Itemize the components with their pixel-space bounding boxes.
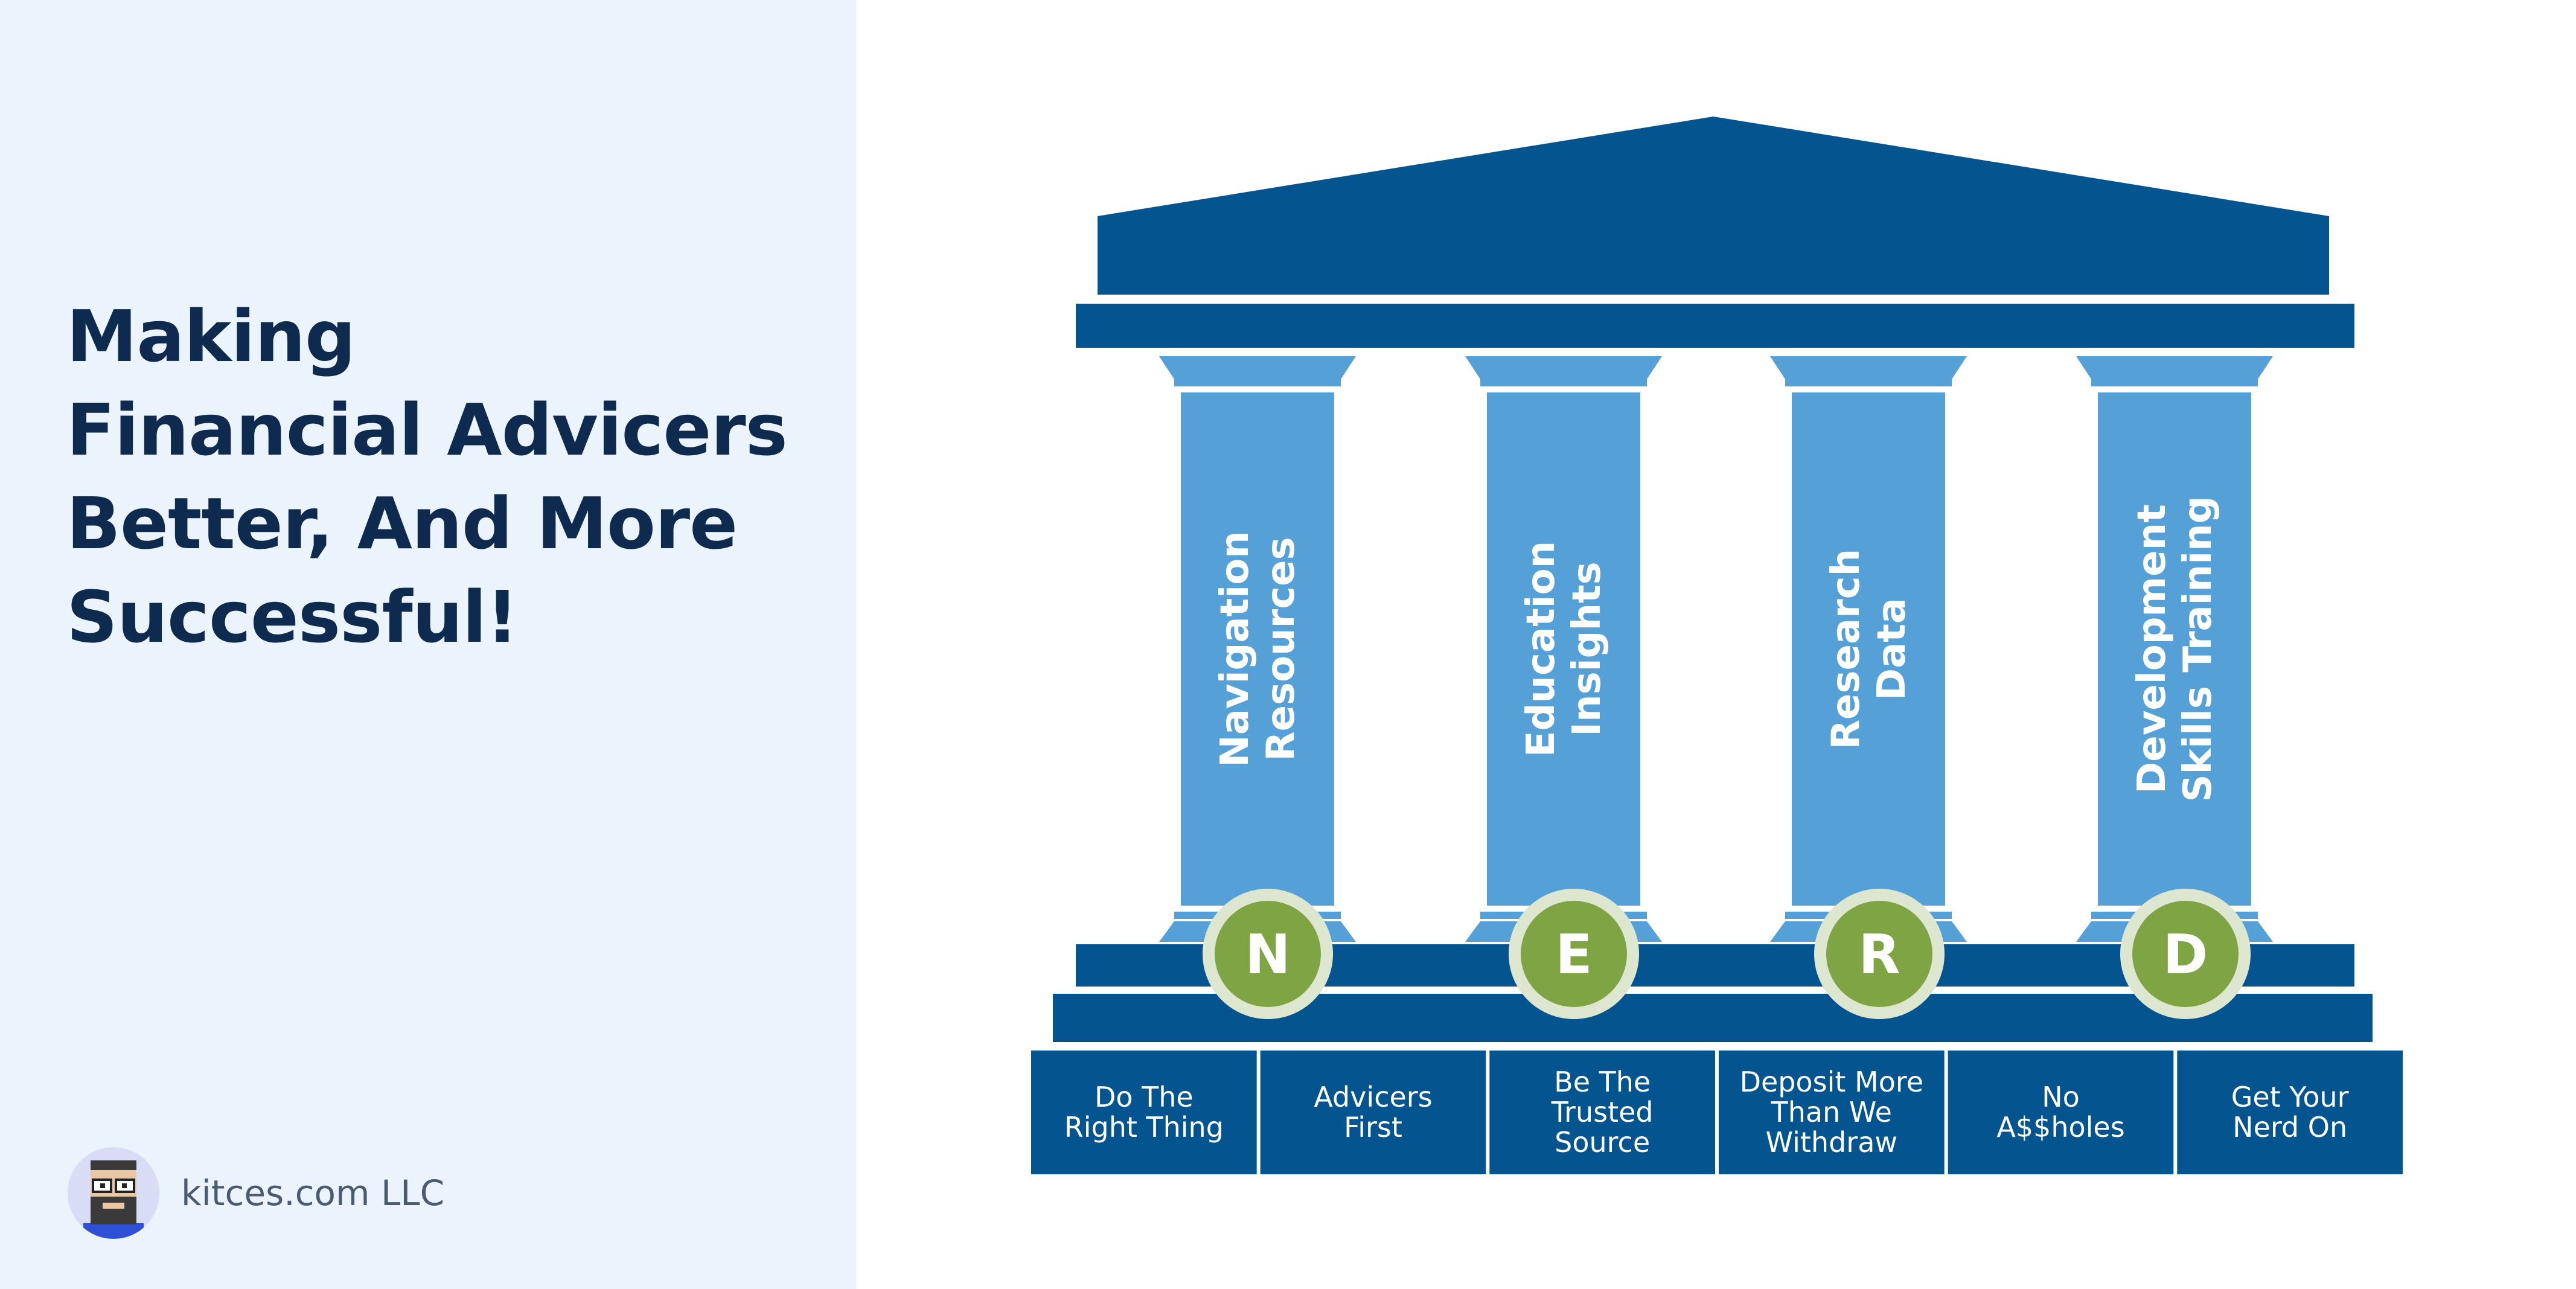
letter-badge-letter: N	[1245, 923, 1290, 987]
headline-line: Financial Advicers	[66, 388, 788, 472]
pillar-capital-neck	[1785, 379, 1952, 386]
value-box-line: Source	[1555, 1126, 1650, 1159]
pillar-capital-neck	[1480, 379, 1647, 386]
pillar-capital-neck	[2091, 379, 2258, 386]
value-box-line: First	[1344, 1111, 1402, 1143]
value-box-line: No	[2042, 1081, 2080, 1113]
headline-line: Better, And More	[66, 482, 738, 565]
pillar-shaft	[1487, 392, 1640, 906]
pillar-label: EducationInsights	[1519, 541, 1609, 757]
value-box-line: Right Thing	[1064, 1111, 1224, 1143]
pillar-capital-neck	[1174, 379, 1341, 386]
brand-name: kitces.com LLC	[181, 1172, 445, 1214]
pillar-label: NavigationResources	[1213, 531, 1303, 767]
pillar-label-line: Data	[1870, 598, 1914, 700]
pillar-label-line: Resources	[1259, 537, 1303, 761]
value-box-line: Advicers	[1314, 1081, 1432, 1113]
pillar-label-line: Development	[2130, 504, 2175, 794]
value-box-bg	[2177, 1051, 2403, 1174]
letter-badge-fill	[1521, 901, 1627, 1007]
pixel-avatar-icon	[68, 1147, 159, 1239]
value-box-bg	[1489, 1051, 1715, 1174]
pillar-label-line: Research	[1824, 549, 1868, 749]
pillar-capital	[1465, 356, 1662, 379]
letter-badge: D	[2120, 889, 2251, 1019]
pillar-capital	[1159, 356, 1356, 379]
pillar-label: ResearchData	[1824, 549, 1914, 749]
value-box-bg	[1948, 1051, 2174, 1174]
value-box-line: A$$holes	[1996, 1111, 2124, 1143]
letter-badge: R	[1814, 889, 1945, 1019]
value-box-bg	[1719, 1051, 1945, 1174]
left-panel: Making Financial Advicers Better, And Mo…	[0, 0, 856, 1289]
pillar-shaft	[2098, 392, 2251, 906]
entablature	[1076, 304, 2354, 348]
letter-badge: E	[1509, 889, 1639, 1019]
headline-line: Successful!	[66, 575, 519, 659]
value-box-bg	[1031, 1051, 1257, 1174]
pillar-shaft	[1181, 392, 1334, 906]
pillar-label-line: Insights	[1565, 561, 1609, 736]
pillar-label: DevelopmentSkills Training	[2130, 496, 2220, 802]
value-box-line: Nerd On	[2232, 1111, 2347, 1143]
value-box-line: Withdraw	[1766, 1126, 1897, 1159]
pillar-label-line: Navigation	[1213, 531, 1258, 767]
value-box-line: Than We	[1771, 1096, 1892, 1128]
pillar-capital	[1770, 356, 1967, 379]
letter-badge-letter: E	[1555, 923, 1592, 987]
pillar: NavigationResources	[1159, 356, 1356, 942]
pillar: DevelopmentSkills Training	[2076, 356, 2273, 942]
headline-line: Making	[66, 295, 356, 378]
letter-badge: N	[1203, 889, 1333, 1019]
value-box-line: Trusted	[1551, 1096, 1654, 1128]
pillar-shaft	[1792, 392, 1945, 906]
letter-badge-fill	[1215, 901, 1321, 1007]
pillar: EducationInsights	[1465, 356, 1662, 942]
value-box-line: Be The	[1554, 1066, 1651, 1098]
value-box-line: Get Your	[2231, 1081, 2349, 1113]
pillar-label-line: Skills Training	[2176, 496, 2220, 802]
letter-badge-fill	[1826, 901, 1932, 1007]
roof-pediment	[1098, 117, 2329, 295]
letter-badge-fill	[2132, 901, 2239, 1007]
letter-badge-letter: D	[2163, 923, 2208, 987]
value-box-line: Do The	[1095, 1081, 1194, 1113]
headline: Making Financial Advicers Better, And Mo…	[66, 290, 788, 664]
letter-badge-letter: R	[1858, 923, 1900, 987]
value-box-bg	[1260, 1051, 1486, 1174]
pillar-capital	[2076, 356, 2273, 379]
pillar: ResearchData	[1770, 356, 1967, 942]
value-box-line: Deposit More	[1740, 1066, 1924, 1098]
pillar-label-line: Education	[1519, 541, 1564, 757]
